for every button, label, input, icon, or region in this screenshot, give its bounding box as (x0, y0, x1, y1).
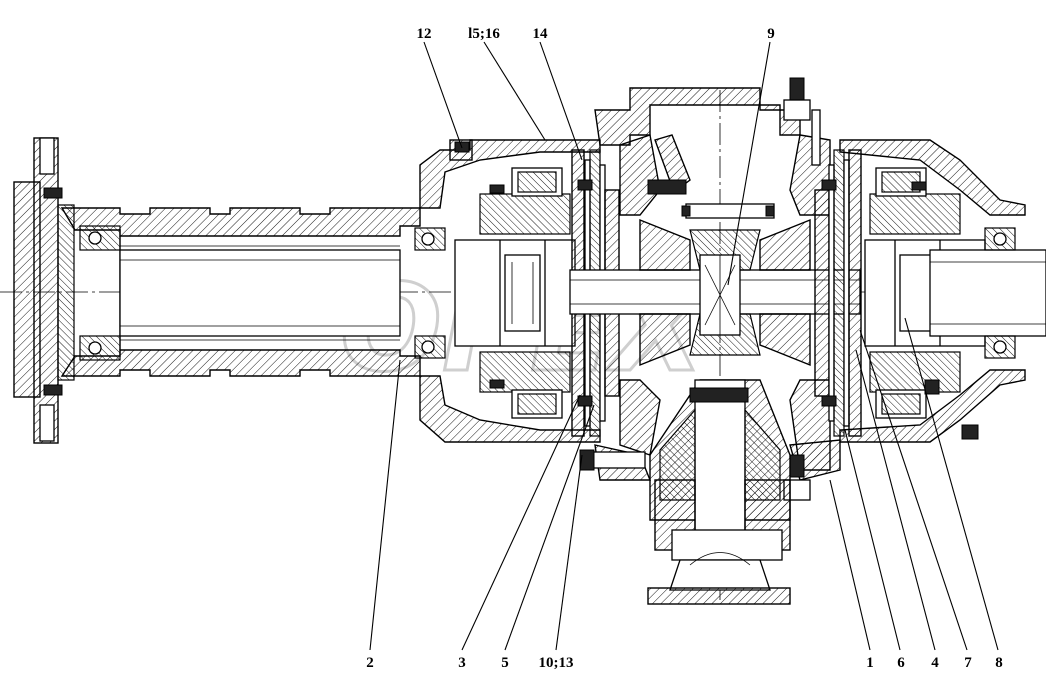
callout-12: 12 (417, 26, 432, 42)
leader-lines (369, 41, 999, 651)
callout-5: 5 (501, 655, 509, 671)
callout-labels: 12 l5;16 14 9 2 3 5 10;13 1 6 4 7 8 (366, 26, 1003, 671)
right-disc-pack (814, 149, 862, 437)
differential-gears (569, 203, 861, 367)
callout-2: 2 (366, 655, 374, 671)
left-axle-tube (60, 207, 421, 377)
callout-4: 4 (931, 655, 939, 671)
callout-7: 7 (964, 655, 972, 671)
callout-3: 3 (458, 655, 466, 671)
callout-8: 8 (995, 655, 1003, 671)
callout-9: 9 (767, 26, 775, 42)
callout-6: 6 (897, 655, 905, 671)
callout-1: 1 (866, 655, 874, 671)
pinion-shaft (579, 379, 791, 605)
left-flange (13, 137, 75, 444)
callout-10-13: 10;13 (539, 655, 574, 671)
callout-15-16: l5;16 (468, 26, 500, 42)
right-hub-housing (839, 139, 1046, 443)
callout-14: 14 (533, 26, 549, 42)
left-hub-housing (414, 139, 601, 443)
